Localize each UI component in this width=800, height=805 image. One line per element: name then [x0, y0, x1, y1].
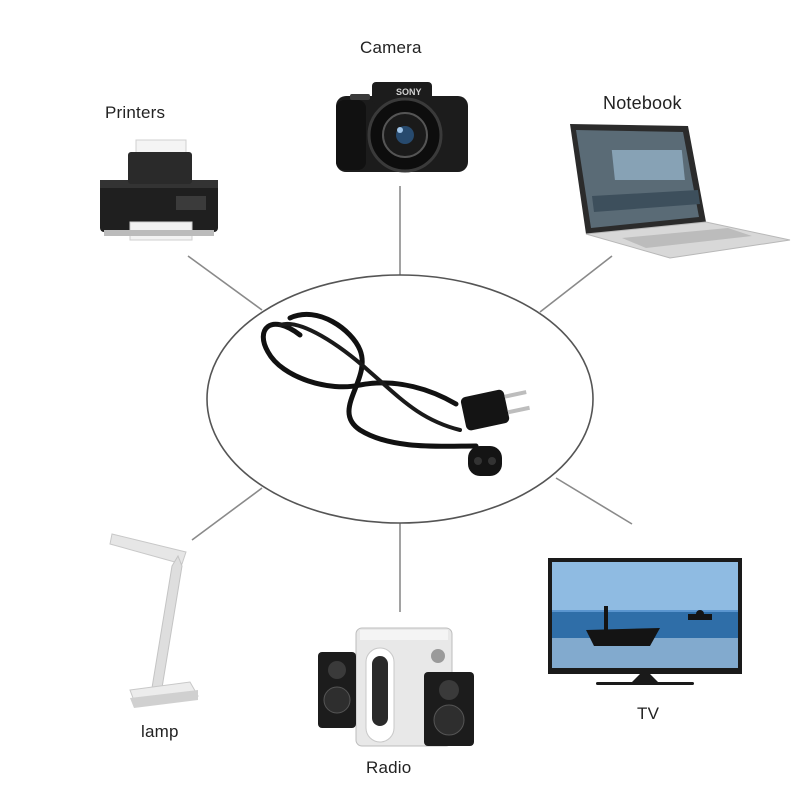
radio-label: Radio — [366, 758, 412, 777]
lamp-image — [109, 533, 199, 708]
connector-lines — [187, 186, 633, 612]
connector-printers — [187, 255, 263, 311]
camera-label: Camera — [360, 38, 422, 57]
figure8-connector — [468, 446, 502, 476]
camera-image: SONY — [336, 82, 468, 173]
notebook-label: Notebook — [603, 93, 682, 113]
power-cord — [260, 311, 530, 476]
radio-image — [318, 627, 474, 747]
notebook-image — [570, 124, 791, 259]
camera-brand: SONY — [396, 87, 422, 97]
lamp-label: lamp — [141, 722, 179, 741]
printer-image — [100, 139, 218, 241]
printers-label: Printers — [105, 103, 166, 122]
connector-lamp — [191, 487, 263, 541]
tv-label: TV — [637, 704, 660, 723]
power-plug — [460, 389, 530, 431]
connector-notebook — [539, 255, 613, 313]
connector-tv — [555, 477, 633, 525]
tv-image — [548, 558, 742, 685]
